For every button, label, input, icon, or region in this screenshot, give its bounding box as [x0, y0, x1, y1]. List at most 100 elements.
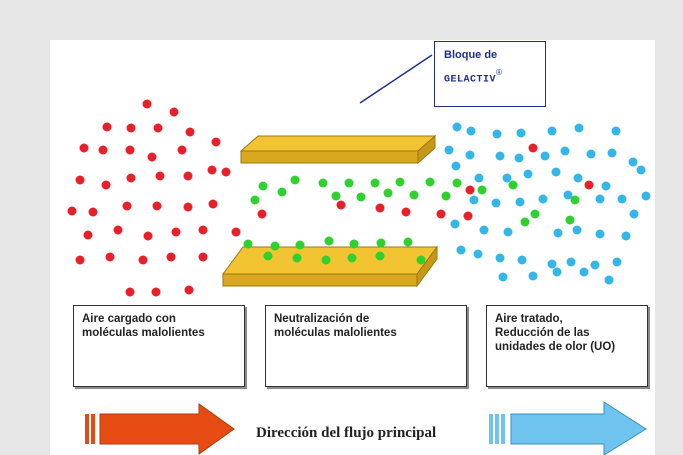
malodorous-molecule: [122, 201, 132, 211]
malodorous-molecule: [126, 123, 136, 133]
neutralized-molecule: [441, 191, 451, 201]
malodorous-molecule: [101, 180, 111, 190]
neutralized-molecule: [520, 217, 530, 227]
treated-air-molecule: [612, 257, 622, 267]
malodorous-molecule: [183, 171, 193, 181]
malodorous-molecule: [67, 206, 77, 216]
malodorous-molecule: [79, 143, 89, 153]
treated-air-molecule: [492, 129, 502, 139]
malodorous-molecule: [221, 167, 231, 177]
malodorous-molecule: [138, 255, 148, 265]
treated-air-molecule: [538, 194, 548, 204]
molecule-field-between-blocks: [250, 175, 580, 227]
malodorous-molecule: [528, 143, 538, 153]
treated-air-molecule: [604, 275, 614, 285]
malodorous-molecule: [169, 107, 179, 117]
stage-text-line: unidades de olor (UO): [495, 341, 616, 353]
neutralized-molecule: [383, 188, 393, 198]
malodorous-molecule: [153, 123, 163, 133]
neutralized-molecule: [376, 238, 386, 248]
treated-air-molecule: [498, 272, 508, 282]
malodorous-molecule: [151, 287, 161, 297]
treated-air-molecule: [636, 165, 646, 175]
treated-air-molecule: [451, 161, 461, 171]
treated-air-molecule: [572, 225, 582, 235]
malodorous-molecule: [155, 171, 165, 181]
malodorous-molecule: [231, 227, 241, 237]
treated-air-molecule: [628, 157, 638, 167]
gelactiv-block-upper: [239, 134, 437, 165]
treated-air-molecule: [553, 228, 563, 238]
treated-air-molecule: [607, 148, 617, 158]
treated-air-molecule: [466, 126, 476, 136]
treated-air-molecule: [491, 198, 501, 208]
neutralized-molecule: [270, 241, 280, 251]
malodorous-molecule: [257, 209, 267, 219]
stage-box-loaded-air: Aire cargado con moléculas malolientes: [73, 305, 245, 387]
treated-air-molecule: [590, 260, 600, 270]
treated-air-molecule: [547, 259, 557, 269]
malodorous-molecule: [83, 230, 93, 240]
treated-air-molecule: [621, 231, 631, 241]
neutralized-molecule: [292, 253, 302, 263]
malodorous-molecule: [184, 285, 194, 295]
stage-text-line: Reducción de las: [495, 327, 590, 339]
treated-air-molecule: [502, 173, 512, 183]
malodorous-molecule: [152, 201, 162, 211]
neutralized-molecule: [570, 195, 580, 205]
flow-arrow-right: [489, 401, 647, 455]
treated-air-molecule: [516, 128, 526, 138]
malodorous-molecule: [375, 203, 385, 213]
callout-title: Bloque de: [444, 49, 498, 61]
neutralized-molecule: [250, 195, 260, 205]
malodorous-molecule: [401, 207, 411, 217]
malodorous-molecule: [183, 202, 193, 212]
neutralized-molecule: [277, 187, 287, 197]
malodorous-molecule: [126, 173, 136, 183]
malodorous-molecule: [102, 122, 112, 132]
treated-air-molecule: [595, 229, 605, 239]
treated-air-molecule: [563, 190, 573, 200]
malodorous-molecule: [436, 209, 446, 219]
stage-box-neutralization: Neutralización de moléculas malolientes: [265, 305, 467, 387]
malodorous-molecule: [113, 225, 123, 235]
stage-text-line: moléculas malolientes: [82, 327, 205, 339]
neutralized-molecule: [318, 178, 328, 188]
treated-air-molecule: [495, 151, 505, 161]
malodorous-molecule: [465, 185, 475, 195]
malodorous-molecule: [208, 199, 218, 209]
callout-brand-line: GELACTIV®: [444, 68, 536, 86]
stage-box-treated-air: Aire tratado, Reducción de las unidades …: [486, 305, 648, 387]
malodorous-molecule: [198, 225, 208, 235]
malodorous-molecule: [105, 252, 115, 262]
molecule-field: [67, 99, 651, 297]
neutralized-molecule: [409, 190, 419, 200]
malodorous-molecule: [171, 227, 181, 237]
treated-air-molecule: [465, 150, 475, 160]
gelactiv-block-callout: Bloque de GELACTIV®: [434, 41, 546, 107]
treated-air-molecule: [574, 123, 584, 133]
neutralized-molecule: [263, 251, 273, 261]
callout-leader-line: [359, 54, 433, 104]
treated-air-molecule: [566, 257, 576, 267]
neutralized-molecule: [295, 240, 305, 250]
molecule-field-over-blocks: [243, 236, 426, 265]
treated-air-molecule: [469, 195, 479, 205]
treated-air-molecule: [552, 267, 562, 277]
neutralized-molecule: [344, 178, 354, 188]
treated-air-molecule: [515, 197, 525, 207]
neutralized-molecule: [243, 239, 253, 249]
flow-arrow-left: [85, 403, 235, 455]
treated-air-molecule: [579, 267, 589, 277]
neutralized-molecule: [565, 215, 575, 225]
treated-air-molecule: [560, 146, 570, 156]
treated-air-molecule: [495, 253, 505, 263]
callout-brand: GELACTIV: [444, 74, 497, 86]
malodorous-molecule: [147, 152, 157, 162]
neutralized-molecule: [258, 181, 268, 191]
stage-text-line: Aire tratado,: [495, 313, 563, 325]
neutralized-molecule: [530, 209, 540, 219]
malodorous-molecule: [143, 231, 153, 241]
neutralized-molecule: [452, 178, 462, 188]
